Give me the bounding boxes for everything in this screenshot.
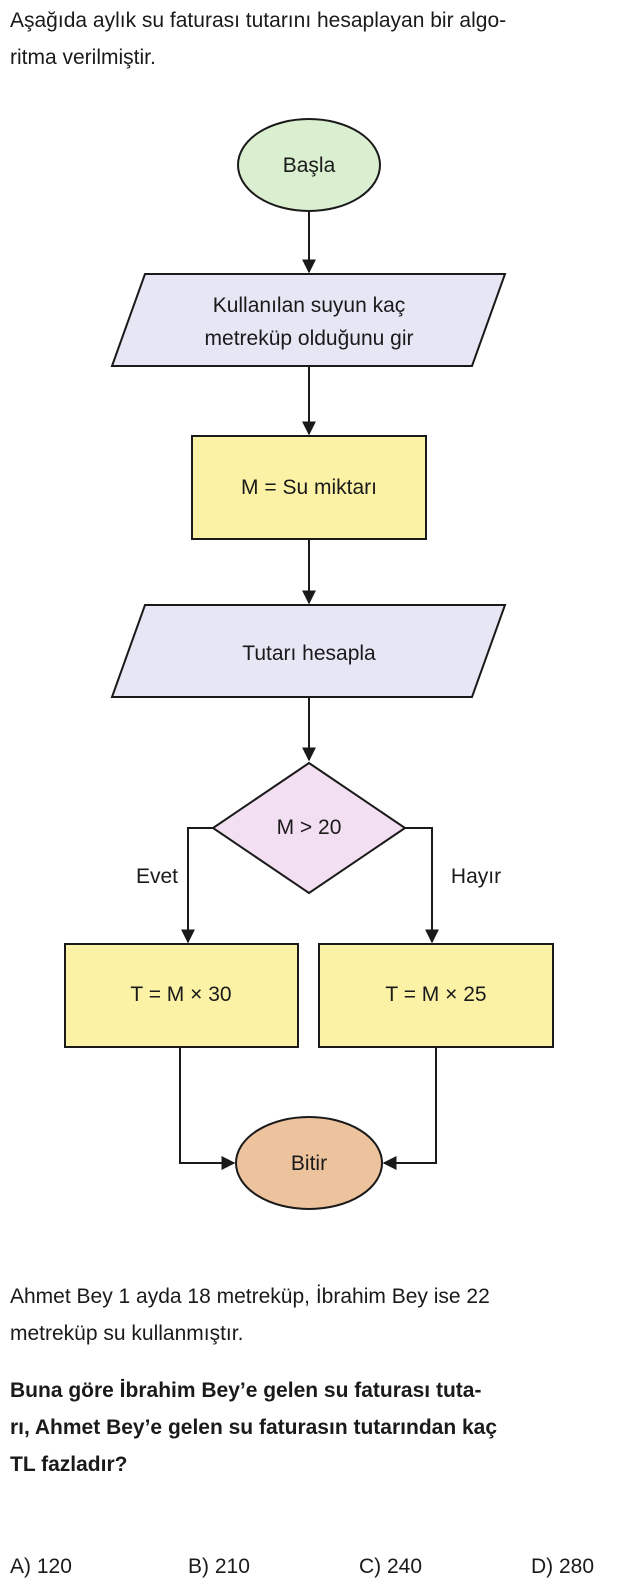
problem-line-2: metreküp su kullanmıştır.: [10, 1322, 244, 1345]
no-process: [318, 943, 554, 1048]
intro-line-2: ritma verilmiştir.: [10, 46, 156, 69]
option-b[interactable]: B) 210: [188, 1555, 250, 1578]
intro-text: Aşağıda aylık su faturası tutarını hesap…: [10, 2, 610, 76]
problem-line-1: Ahmet Bey 1 ayda 18 metreküp, İbrahim Be…: [10, 1285, 490, 1308]
arrow-yes-to-end: [179, 1047, 236, 1170]
arrow-no-to-end: [382, 1047, 437, 1170]
start-terminal: [237, 118, 381, 212]
flowchart: Başla Kullanılan suyun kaç metreküp oldu…: [64, 118, 554, 1210]
question-line-3: TL fazladır?: [10, 1453, 128, 1476]
compute-parallelogram: [110, 604, 507, 698]
flow-connectors: [179, 212, 439, 1170]
option-d[interactable]: D) 280: [531, 1555, 595, 1578]
no-process-label: T = M × 25: [385, 983, 486, 1006]
assign-process: [191, 435, 427, 540]
no-branch-label: Hayır: [451, 865, 501, 888]
arrow-condition-no: [405, 827, 439, 944]
condition-diamond: [211, 761, 407, 895]
input-parallelogram: [110, 273, 507, 367]
question-text: Buna göre İbrahim Bey’e gelen su faturas…: [10, 1372, 610, 1483]
assign-label: M = Su miktarı: [241, 476, 377, 499]
yes-process-label: T = M × 30: [130, 983, 231, 1006]
yes-process: [64, 943, 299, 1048]
option-a[interactable]: A) 120: [10, 1555, 72, 1578]
option-c[interactable]: C) 240: [359, 1555, 423, 1578]
start-label: Başla: [283, 154, 336, 177]
end-terminal: [235, 1116, 383, 1210]
arrow-condition-yes: [181, 827, 213, 944]
question-line-2: rı, Ahmet Bey’e gelen su faturasın tutar…: [10, 1416, 498, 1439]
problem-text: Ahmet Bey 1 ayda 18 metreküp, İbrahim Be…: [10, 1278, 610, 1352]
end-label: Bitir: [291, 1152, 327, 1175]
compute-label: Tutarı hesapla: [242, 642, 376, 665]
input-label-line-2: metreküp olduğunu gir: [205, 327, 414, 350]
intro-line-1: Aşağıda aylık su faturası tutarını hesap…: [10, 9, 507, 32]
question-line-1: Buna göre İbrahim Bey’e gelen su faturas…: [10, 1379, 482, 1402]
condition-label: M > 20: [277, 816, 342, 839]
yes-branch-label: Evet: [136, 865, 178, 888]
input-label-line-1: Kullanılan suyun kaç: [213, 294, 406, 317]
